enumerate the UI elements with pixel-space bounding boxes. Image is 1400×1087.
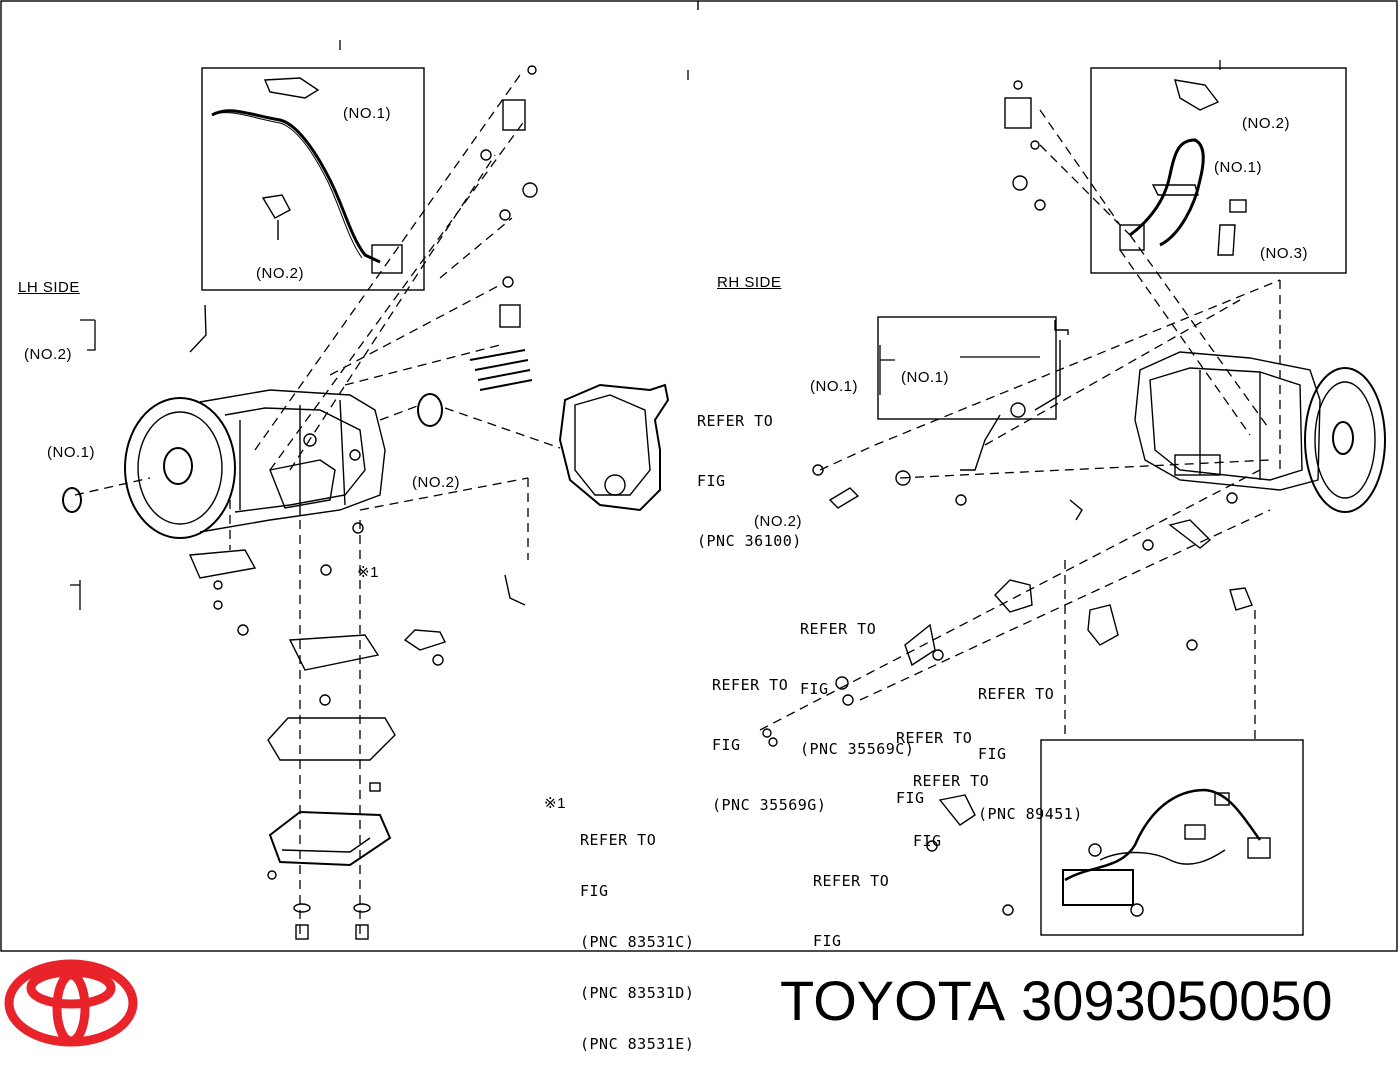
ref-pnc83531: REFER TO FIG (PNC 83531C) (PNC 83531D) (… — [580, 798, 694, 1087]
rh-harness-detail-box — [1090, 67, 1347, 274]
ref-fig-b: REFER TO FIG — [913, 731, 989, 891]
ref-line: FIG — [913, 832, 942, 850]
lh-harness-detail-box — [201, 67, 425, 291]
rh-box-no2-label: (NO.2) — [1242, 115, 1290, 132]
ref-line: (PNC 89451) — [978, 805, 1083, 823]
note-mark-label: ※1 — [357, 564, 379, 581]
lh-transmission-body — [124, 389, 386, 539]
ref-transfer: REFER TO FIG (PNC 36100) — [697, 371, 802, 591]
ref-line: (PNC 83531C) — [580, 933, 695, 951]
rh-box-no3-label: (NO.3) — [1260, 245, 1308, 262]
note-mark-label-2: ※1 — [544, 795, 566, 812]
lh-seal-no2-label: (NO.2) — [412, 474, 460, 491]
ref-line: REFER TO — [697, 412, 774, 430]
ref-line: REFER TO — [813, 872, 890, 890]
ref-pnc35569g: REFER TO FIG (PNC 35569G) — [712, 635, 826, 855]
rh-transmission-body — [1134, 351, 1386, 513]
rh-no1-outer-label: (NO.1) — [810, 378, 858, 395]
ref-line: (PNC 83531E) — [580, 1035, 695, 1053]
ref-pnc89451: REFER TO FIG (PNC 89451) — [978, 644, 1083, 864]
ref-line: FIG — [978, 745, 1007, 763]
lh-no2-label: (NO.2) — [24, 346, 72, 363]
ref-pnc35569c: REFER TO FIG (PNC 35569C) — [800, 579, 914, 799]
ref-line: REFER TO — [800, 620, 877, 638]
ref-line: REFER TO — [913, 772, 990, 790]
ref-line: (PNC 83531D) — [580, 984, 695, 1002]
ref-line: (PNC 36100) — [697, 532, 802, 550]
ref-fig-c: REFER TO FIG — [813, 831, 889, 991]
ref-line: REFER TO — [978, 685, 1055, 703]
ref-line: FIG — [697, 472, 726, 490]
transfer-case — [558, 383, 670, 512]
rh-tube-detail-box — [877, 316, 1057, 420]
lh-box-no2-label: (NO.2) — [256, 265, 304, 282]
lh-side-label: LH SIDE — [18, 279, 80, 296]
parts-diagram: (NO.1) (NO.2) LH SIDE (NO.2) (NO.1) (NO.… — [0, 0, 1398, 1053]
diagram-frame — [0, 0, 1398, 952]
ref-line: REFER TO — [896, 729, 973, 747]
ref-line: FIG — [712, 736, 741, 754]
diagram-drawing — [0, 0, 1398, 952]
ref-line: FIG — [813, 932, 842, 950]
ref-line: REFER TO — [712, 676, 789, 694]
rh-box-no1-label: (NO.1) — [1214, 159, 1262, 176]
ref-line: FIG — [800, 680, 829, 698]
ref-line: (PNC 35569C) — [800, 740, 915, 758]
part-number: 3093050050 — [1021, 969, 1333, 1032]
lh-no1-label: (NO.1) — [47, 444, 95, 461]
toyota-logo — [4, 959, 138, 1047]
rh-no2-label: (NO.2) — [754, 513, 802, 530]
lh-box-no1-label: (NO.1) — [343, 105, 391, 122]
rh-no1-inner-label: (NO.1) — [901, 369, 949, 386]
ref-line: (PNC 35569G) — [712, 796, 827, 814]
ref-line: REFER TO — [580, 831, 657, 849]
ref-line: FIG — [896, 789, 925, 807]
rh-side-label: RH SIDE — [717, 274, 782, 291]
ref-line: FIG — [580, 882, 609, 900]
ref-fig-a: REFER TO FIG — [896, 688, 972, 848]
brand-name: TOYOTA — [780, 969, 1006, 1032]
rh-solenoid-detail-box — [1040, 739, 1304, 936]
